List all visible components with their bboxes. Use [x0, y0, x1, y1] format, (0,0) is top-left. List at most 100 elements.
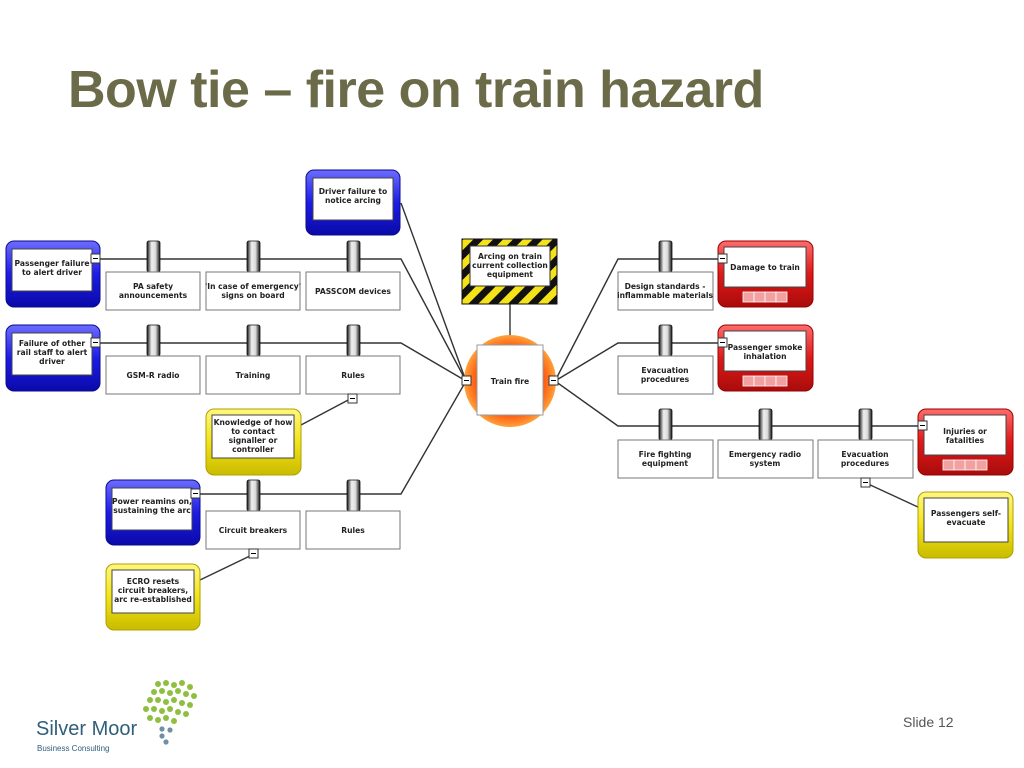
box-label: Power reamins on,sustaining the arc: [112, 497, 192, 515]
box-label: Passengers self-evacuate: [931, 509, 1001, 527]
top-event: Train fire: [464, 335, 556, 427]
collapse-toggles[interactable]: [90, 253, 928, 559]
label-line: Rules: [341, 371, 365, 380]
toggle-icon: [717, 337, 728, 348]
label-line: Passengers self-: [931, 509, 1001, 518]
label-line: procedures: [841, 459, 890, 468]
toggle-icon: [917, 420, 928, 431]
box-label: 'In case of emergency'signs on board: [205, 282, 301, 300]
label-line: Passenger failure: [15, 259, 90, 268]
label-line: Driver failure to: [319, 187, 388, 196]
barrier-passcom: PASSCOM devices: [305, 271, 401, 311]
label-line: Knowledge of how: [214, 418, 293, 427]
label-line: Evacuation: [641, 366, 688, 375]
label-line: current collection: [472, 261, 548, 270]
label-line: Failure of other: [19, 339, 86, 348]
label-line: Training: [236, 371, 271, 380]
label-line: Arcing on train: [478, 252, 542, 261]
label-line: PASSCOM devices: [315, 287, 391, 296]
label-line: rail staff to alert: [17, 348, 88, 357]
label-line: Rules: [341, 526, 365, 535]
label-line: PA safety: [133, 282, 173, 291]
label-line: fatalities: [946, 436, 985, 445]
barrier-rules-2: Rules: [305, 510, 401, 550]
toggle-icon: [190, 488, 201, 499]
threat-lines: [100, 202, 511, 581]
silver-moor-logo-icon: [143, 680, 197, 745]
barrier-training: Training: [205, 355, 301, 395]
box-label: PASSCOM devices: [315, 287, 391, 296]
barrier-in-case-of-emergency: 'In case of emergency'signs on board: [205, 271, 301, 311]
threat-power-remains: Power reamins on,sustaining the arc: [105, 479, 201, 546]
box-label: Train fire: [491, 377, 529, 386]
label-line: evacuate: [946, 518, 985, 527]
toggle-icon: [860, 477, 871, 488]
slide-title: Bow tie – fire on train hazard: [68, 61, 764, 119]
label-line: inhalation: [743, 352, 786, 361]
label-line: to alert driver: [22, 268, 82, 277]
box-label: Circuit breakers: [219, 526, 288, 535]
label-line: announcements: [119, 291, 188, 300]
label-line: equipment: [642, 459, 688, 468]
label-line: system: [750, 459, 781, 468]
label-line: to contact: [231, 427, 275, 436]
barrier-rules-1: Rules: [305, 355, 401, 395]
label-line: equipment: [487, 270, 533, 279]
label-line: signs on board: [221, 291, 284, 300]
label-line: Train fire: [491, 377, 529, 386]
label-line: GSM-R radio: [126, 371, 179, 380]
slide-number: Slide 12: [903, 714, 954, 730]
label-line: driver: [39, 357, 65, 366]
barrier-gsmr: GSM-R radio: [105, 355, 201, 395]
logo-name: Silver Moor: [36, 718, 138, 740]
label-line: controller: [232, 445, 274, 454]
box-label: Rules: [341, 371, 365, 380]
box-label: Design standards -inflammable materials: [617, 282, 713, 300]
label-line: Fire fighting: [639, 450, 692, 459]
label-line: Injuries or: [943, 427, 987, 436]
toggle-icon: [248, 548, 259, 559]
label-line: Passenger smoke: [728, 343, 803, 352]
label-line: ECRO resets: [127, 577, 180, 586]
box-label: Training: [236, 371, 271, 380]
consequence-lines: [554, 258, 924, 509]
toggle-icon: [90, 337, 101, 348]
label-line: notice arcing: [325, 196, 381, 205]
label-line: procedures: [641, 375, 690, 384]
label-line: Damage to train: [730, 263, 800, 272]
barrier-circuit-breakers: Circuit breakers: [205, 510, 301, 550]
logo-subtitle: Business Consulting: [37, 744, 110, 753]
label-line: Evacuation: [841, 450, 888, 459]
toggle-icon: [717, 253, 728, 264]
toggle-icon: [548, 375, 559, 386]
toggle-icon: [90, 253, 101, 264]
escalation-self-evacuate: Passengers self-evacuate: [917, 491, 1014, 559]
label-line: circuit breakers,: [118, 586, 188, 595]
consequence-damage: Damage to train: [717, 240, 814, 308]
